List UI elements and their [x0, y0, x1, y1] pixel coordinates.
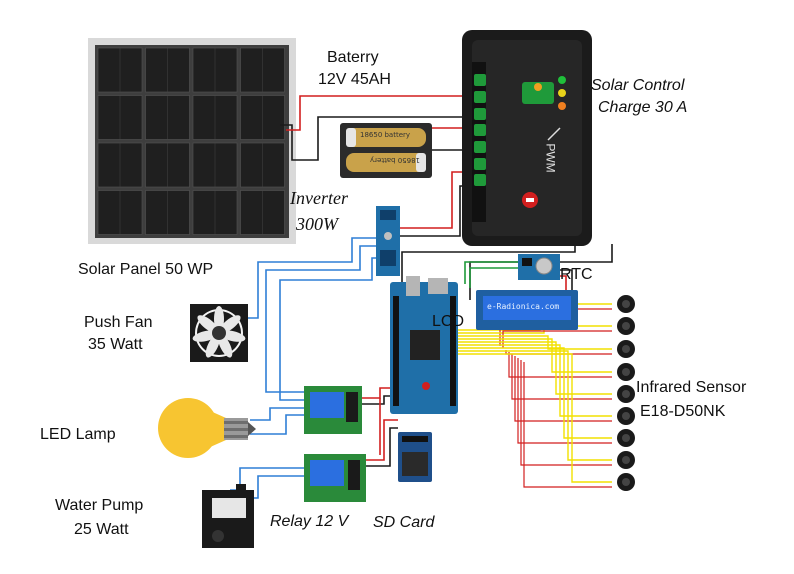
lcd-module [476, 290, 578, 330]
fan-blade [205, 333, 221, 358]
terminal [474, 124, 486, 136]
controller-terminals [474, 74, 486, 186]
solar-panel [88, 38, 296, 244]
fan-label-spec: 35 Watt [88, 336, 143, 353]
fan-blade [192, 330, 219, 342]
rtc-label: RTC [560, 266, 593, 283]
infrared-sensors [617, 295, 635, 491]
lamp-label: LED Lamp [40, 426, 116, 443]
rtc-module [518, 254, 560, 280]
terminal [474, 174, 486, 186]
controller-label-name: Solar Control [591, 77, 685, 94]
fan-blades [192, 306, 246, 358]
wiring [230, 95, 613, 499]
push-fan [190, 304, 248, 362]
controller-brand-text: PWM [543, 143, 558, 173]
terminal [474, 158, 486, 170]
sdcard-label: SD Card [373, 514, 435, 531]
lcd-label: LCD [432, 313, 465, 330]
battery-label-spec: 12V 45AH [318, 71, 391, 88]
fan-blade [214, 306, 224, 332]
fan-blade [217, 333, 233, 358]
charge-controller [462, 30, 592, 246]
inverter-module [376, 206, 400, 276]
battery-cell-bottom-text: 18650 battery [370, 156, 421, 164]
pump-label-name: Water Pump [55, 497, 144, 514]
controller-label-spec: Charge 30 A [598, 99, 688, 116]
led-lamp [158, 398, 256, 458]
relay-module-bottom [304, 454, 366, 502]
sd-card-module [398, 432, 432, 482]
fan-blade [219, 315, 241, 334]
solar-panel-label: Solar Panel 50 WP [78, 261, 214, 278]
terminal [474, 108, 486, 120]
water-pump [202, 484, 254, 548]
inverter-label-spec: 300W [296, 214, 338, 234]
fan-blade [197, 315, 219, 334]
solar-panel-cells [97, 47, 285, 235]
inverter-label-name: Inverter [290, 188, 348, 208]
battery-pack [340, 123, 432, 178]
relay-module-top [304, 386, 362, 434]
battery-label-name: Baterry [327, 49, 379, 66]
pump-label-spec: 25 Watt [74, 521, 129, 538]
terminal [474, 141, 486, 153]
relay-label: Relay 12 V [270, 513, 349, 530]
battery-cell-top-text: 18650 battery [360, 131, 411, 139]
fan-label-name: Push Fan [84, 314, 153, 331]
sensor-label-name: Infrared Sensor [636, 379, 747, 396]
sensor-wires [456, 303, 612, 488]
terminal [474, 91, 486, 103]
arduino-mega-board [390, 276, 458, 414]
lcd-screen-text: e-Radionica.com [487, 302, 560, 311]
terminal [474, 74, 486, 86]
sensor-label-model: E18-D50NK [640, 403, 726, 420]
